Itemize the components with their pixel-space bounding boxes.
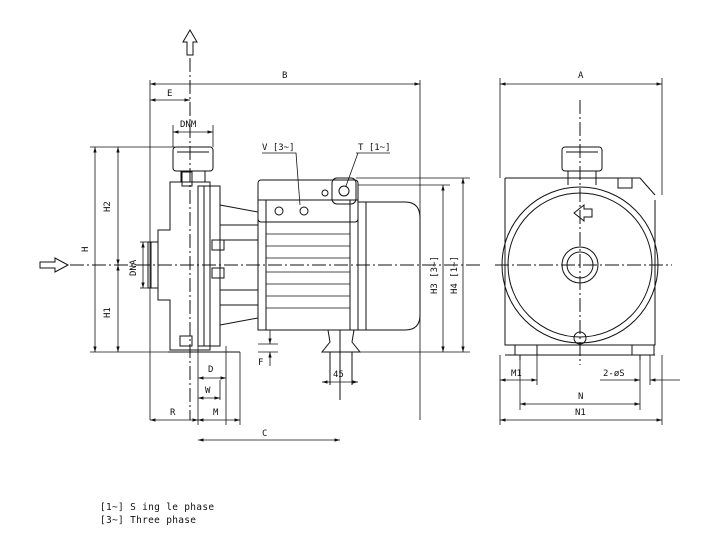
front-dimensions — [499, 78, 680, 425]
legend-three-phase: [3~] Three phase — [100, 515, 197, 526]
label-N1: N1 — [575, 408, 586, 418]
label-A: A — [578, 71, 584, 81]
label-N: N — [578, 392, 583, 402]
front-view — [495, 100, 672, 365]
dimension-labels: B E DNM V [3~] T [1~] H2 H DNA H1 H3 [3~… — [81, 71, 625, 439]
label-H: H — [81, 247, 91, 252]
label-C: C — [262, 429, 267, 439]
label-B: B — [282, 71, 287, 81]
label-45: 45 — [333, 370, 344, 380]
legend-single-phase: [1~] S ing le phase — [100, 502, 215, 513]
label-R: R — [170, 408, 176, 418]
label-M: M — [213, 408, 219, 418]
side-dimensions — [90, 80, 470, 442]
label-DNM: DNM — [180, 120, 197, 130]
label-F: F — [258, 358, 263, 368]
label-M1: M1 — [511, 369, 522, 379]
inlet-arrow-icon — [39, 257, 70, 273]
label-DNA: DNA — [129, 259, 139, 276]
label-T: T [1~] — [358, 143, 391, 153]
outlet-arrow-icon — [182, 29, 198, 56]
label-H3: H3 [3~] — [430, 256, 440, 294]
label-V: V [3~] — [262, 143, 295, 153]
label-H1: H1 — [103, 307, 113, 318]
label-D: D — [208, 365, 213, 375]
label-W: W — [205, 386, 211, 396]
label-2S: 2-øS — [603, 369, 625, 379]
label-H2: H2 — [103, 201, 113, 212]
label-H4: H4 [1~] — [450, 256, 460, 294]
label-E: E — [167, 89, 172, 99]
